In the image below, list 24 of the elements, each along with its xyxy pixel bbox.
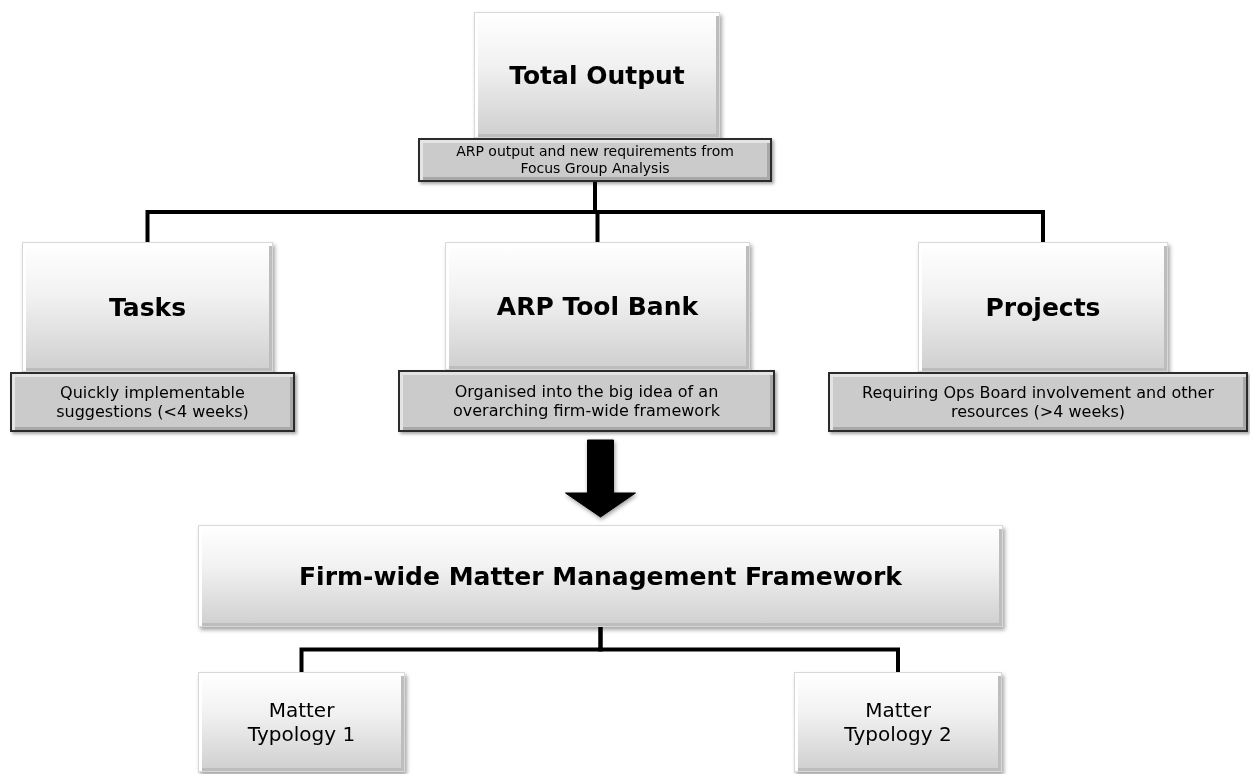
heading-box (794, 672, 1002, 772)
heading-text: Matter Typology 1 (246, 698, 357, 746)
heading-text: Projects (985, 292, 1101, 322)
connector-line (598, 627, 900, 672)
description-text: Quickly implementable suggestions (<4 weeks) (55, 382, 250, 422)
block-arrow (565, 439, 636, 518)
heading-box (22, 242, 273, 372)
heading-box (918, 242, 1168, 372)
description-panel (398, 370, 775, 432)
description-panel (10, 372, 295, 432)
heading-text: Total Output (509, 60, 685, 90)
description-text: ARP output and new requirements from Focus Group Analysis (455, 143, 735, 177)
heading-box (198, 672, 405, 772)
heading-text: Firm-wide Matter Management Framework (299, 561, 902, 591)
description-text: Requiring Ops Board involvement and other resources (>4 weeks) (861, 382, 1215, 422)
heading-box (198, 525, 1003, 627)
description-text: Organised into the big idea of an overarching firm-wide framework (452, 381, 721, 421)
heading-text: Tasks (108, 292, 187, 322)
heading-box (474, 12, 720, 138)
description-panel (418, 138, 772, 182)
heading-text: ARP Tool Bank (496, 291, 699, 321)
description-panel (828, 372, 1248, 432)
heading-box (445, 242, 750, 370)
heading-text: Matter Typology 2 (843, 698, 953, 746)
